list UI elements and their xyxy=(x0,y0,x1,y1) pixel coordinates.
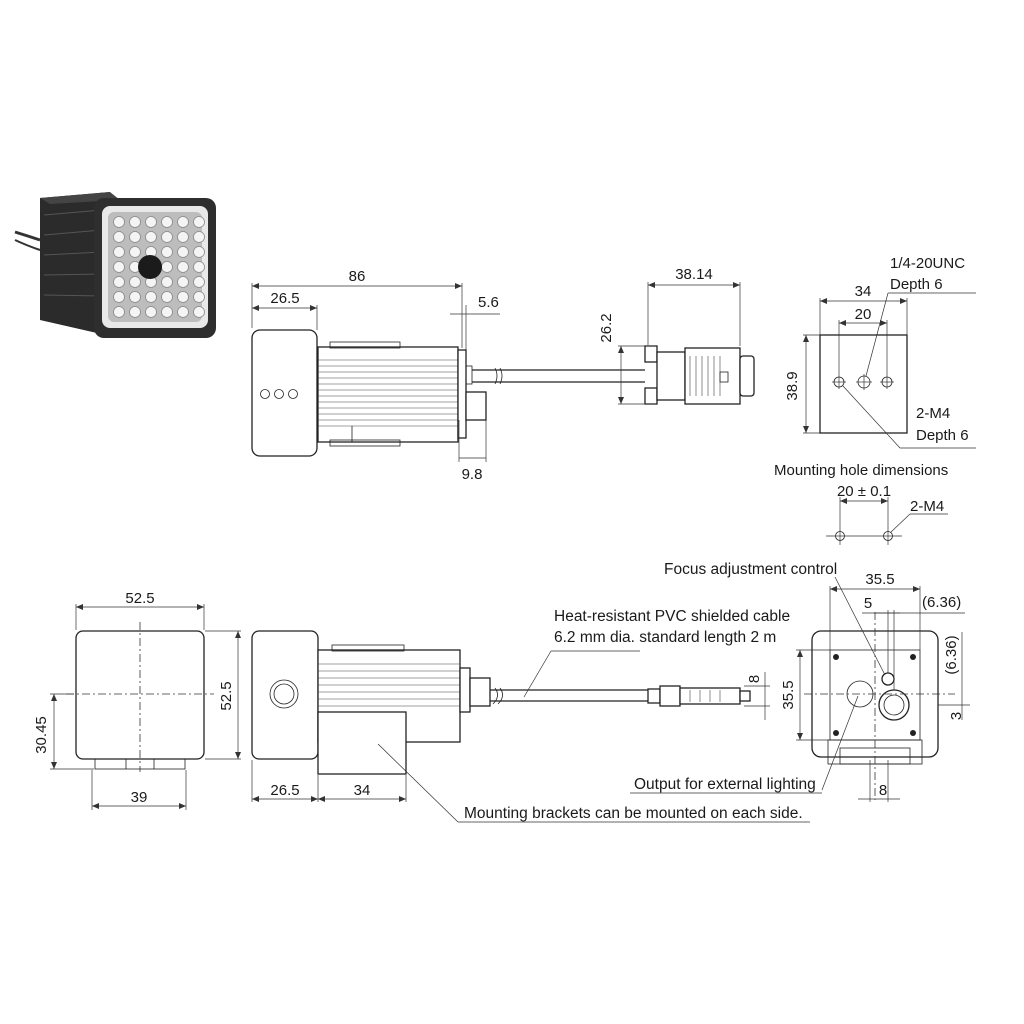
dim-rear-small: 3 xyxy=(948,712,965,720)
led xyxy=(145,216,157,228)
led xyxy=(161,276,173,288)
mounting-hole-title: Mounting hole dimensions xyxy=(774,462,948,479)
dim-rear-height: 35.5 xyxy=(780,680,797,709)
dim-rear-width: 35.5 xyxy=(865,571,894,588)
led xyxy=(161,291,173,303)
led xyxy=(113,216,125,228)
dim-rear-bottom: 8 xyxy=(879,782,887,799)
led xyxy=(161,216,173,228)
dim-rear-offset-top: (6.36) xyxy=(922,594,961,611)
led xyxy=(129,216,141,228)
dim-head-length: 26.5 xyxy=(270,290,299,307)
front-view: 52.5 52.5 30.45 39 xyxy=(33,590,241,810)
led xyxy=(161,261,173,273)
led xyxy=(113,276,125,288)
led-array xyxy=(113,216,205,318)
led xyxy=(177,291,189,303)
back-view: 34 20 38.9 1/4-20UNC Depth 6 2-M4 Depth … xyxy=(784,255,976,449)
led xyxy=(193,231,205,243)
led xyxy=(113,306,125,318)
led xyxy=(177,306,189,318)
led xyxy=(177,261,189,273)
led xyxy=(177,276,189,288)
led xyxy=(145,291,157,303)
led xyxy=(129,246,141,258)
dim-back-width: 34 xyxy=(855,283,872,300)
led xyxy=(145,306,157,318)
led xyxy=(161,231,173,243)
led xyxy=(177,231,189,243)
callout-tripod-depth: Depth 6 xyxy=(890,276,943,293)
led xyxy=(177,246,189,258)
side-view: 8 26.5 34 Heat-resistant PVC shielded ca… xyxy=(251,608,810,823)
top-view: 86 26.5 5.6 9.8 38.14 26.2 xyxy=(251,266,755,483)
dim-flange: 5.6 xyxy=(478,294,499,311)
dim-rear-focus: 5 xyxy=(864,595,872,612)
callout-cable-line1: Heat-resistant PVC shielded cable xyxy=(554,608,790,625)
led xyxy=(113,291,125,303)
dim-front-width: 52.5 xyxy=(125,590,154,607)
led xyxy=(193,306,205,318)
led xyxy=(113,231,125,243)
callout-brackets: Mounting brackets can be mounted on each… xyxy=(464,805,803,822)
dim-overall-length: 86 xyxy=(349,268,366,285)
mounting-hole-detail: Mounting hole dimensions 20 ± 0.1 2-M4 xyxy=(774,462,948,545)
callout-m4-depth: Depth 6 xyxy=(916,427,969,444)
dim-front-center-height: 30.45 xyxy=(33,716,50,754)
dim-front-height: 52.5 xyxy=(218,681,235,710)
dim-plug-thickness: 8 xyxy=(746,675,763,683)
product-photo xyxy=(14,192,216,338)
led xyxy=(193,261,205,273)
led xyxy=(129,291,141,303)
led xyxy=(129,231,141,243)
led xyxy=(113,246,125,258)
led xyxy=(193,216,205,228)
led xyxy=(113,261,125,273)
led xyxy=(129,306,141,318)
led xyxy=(193,276,205,288)
led xyxy=(161,246,173,258)
rear-view: 35.5 5 (6.36) (6.36) 3 35.5 8 Focus adju… xyxy=(630,561,970,802)
callout-tripod-thread: 1/4-20UNC xyxy=(890,255,965,272)
led xyxy=(161,306,173,318)
dim-side-head: 26.5 xyxy=(270,782,299,799)
callout-m4-holes: 2-M4 xyxy=(916,405,950,422)
led xyxy=(129,276,141,288)
dim-side-bracket: 34 xyxy=(354,782,371,799)
dim-front-bracket: 39 xyxy=(131,789,148,806)
led xyxy=(193,246,205,258)
callout-external-lighting: Output for external lighting xyxy=(634,776,816,793)
dim-plug-length: 38.14 xyxy=(675,266,713,283)
dim-plug-height: 26.2 xyxy=(598,313,615,342)
led xyxy=(193,291,205,303)
callout-cable-line2: 6.2 mm dia. standard length 2 m xyxy=(554,629,776,646)
dim-back-height: 38.9 xyxy=(784,371,801,400)
led xyxy=(145,231,157,243)
mounting-hole-pitch: 20 ± 0.1 xyxy=(837,483,891,500)
dim-hole-pitch: 20 xyxy=(855,306,872,323)
led xyxy=(177,216,189,228)
callout-focus-control: Focus adjustment control xyxy=(664,561,837,578)
mounting-hole-m4: 2-M4 xyxy=(910,498,944,515)
dim-rear-offset-side: (6.36) xyxy=(943,635,960,674)
dim-connector: 9.8 xyxy=(462,466,483,483)
